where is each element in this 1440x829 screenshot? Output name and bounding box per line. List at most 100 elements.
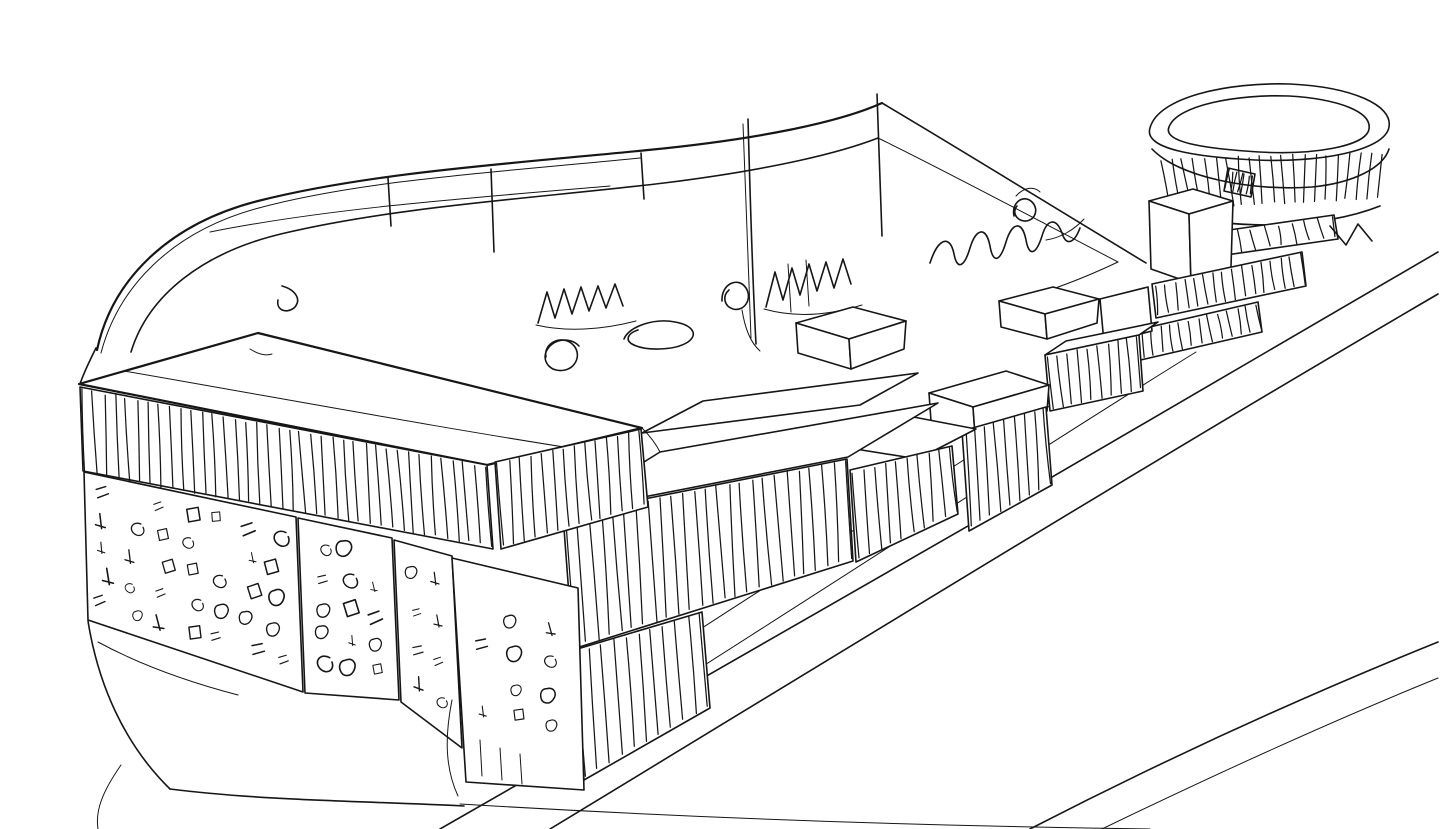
building1-roof-inner-line [123,370,597,453]
window-scribble-mark [513,708,525,721]
street-diagonal-near [549,293,1439,829]
building1-lower-facade [83,471,304,693]
street-corner-line [1029,641,1439,829]
window-scribble-mark [316,603,331,618]
window-scribble-mark [320,544,332,557]
building1-pier-lower-strokes [479,739,523,785]
building1-cornice-hatch [81,388,493,548]
ground-swoosh-left [87,620,171,790]
window-scribble-mark [335,539,353,558]
spiral-scribble [544,339,580,372]
window-scribble-mark [240,522,256,537]
window-scribble-mark [101,567,115,586]
building1-pier-ground-curve [446,699,459,797]
tower-dark-square-hatch [1224,168,1254,195]
canopy-outer-curve-echo [100,157,641,354]
box3-hatch [1046,336,1142,410]
street-corner-line-2 [1101,677,1439,829]
window-scribble-mark [188,625,202,640]
window-scribble-mark [436,697,448,709]
window-scribble-mark [95,485,110,499]
tower-lower-rim [1151,148,1390,189]
canopy-mullion-tick-2 [490,168,495,253]
window-scribble-mark [348,635,356,647]
round-tower [1148,83,1390,258]
building2-roof-join [641,427,661,453]
window-scribble-mark [161,558,176,574]
canopy-left-hook [276,285,299,312]
window-scribble-mark [412,608,422,617]
tower-foot-zigzag [1329,223,1373,246]
window-scribble-mark [96,541,106,555]
building1-roof-mark [249,348,273,356]
window-scribble-mark [94,512,107,530]
vegetation-scribbles [535,187,1085,372]
small-tower [1099,188,1307,363]
window-scribble-mark [404,565,418,579]
tree-trunk-strokes [787,259,810,313]
ground-inner-line [97,641,239,696]
window-scribble-mark [368,637,382,652]
window-scribble-mark [265,622,281,637]
building3-facade-hatch [851,447,958,559]
building1-cornice-band [79,386,494,550]
canopy-tall-pole-1-echo [742,123,752,339]
curl-scribble [721,281,750,311]
canopy-inner-curve [130,137,879,353]
canopy-tall-pole-1 [747,118,757,345]
window-scribble-mark [503,614,517,629]
window-scribble-mark [316,655,334,673]
canopy-structure [79,93,1147,385]
tree-zigzag-middle [765,258,852,308]
cursive-loop [1012,198,1037,222]
building1-pier-scribbles [475,614,558,732]
window-scribble-mark [124,549,135,565]
window-scribble-mark [263,558,280,576]
window-scribble-mark [191,598,204,612]
window-scribble-mark [413,676,424,692]
window-scribble-mark [338,658,356,677]
window-scribble-mark [430,571,440,586]
building1-right-wall-scribbles [404,565,448,709]
window-scribble-mark [186,506,201,523]
window-scribble-mark [544,655,557,668]
window-scribble-mark [505,645,523,663]
ellipse-scribble [623,320,695,350]
window-scribble-mark [213,603,229,620]
window-scribble-mark [132,610,143,622]
window-scribble-mark [182,537,195,549]
window-scribble-mark [93,594,106,607]
window-scribble-mark [124,583,135,594]
window-scribble-mark [211,511,221,522]
window-scribble-mark [372,663,383,675]
canopy-interior-line [209,185,611,233]
window-scribble-mark [317,574,328,585]
building1-right-wall [393,539,463,749]
ground-corner-flick [96,764,122,829]
canopy-outer-curve [95,101,884,352]
small-arc-mark [1015,187,1041,197]
window-scribble-mark [412,645,424,656]
window-scribble-mark [212,574,227,589]
canopy-left-edge [79,347,97,385]
window-scribble-mark [246,582,263,600]
window-scribble-mark [210,631,221,641]
canopy-mullion-tick-3 [640,152,645,200]
window-scribble-mark [342,598,360,618]
box1-side [848,320,907,370]
window-scribble-mark [156,527,170,542]
window-scribble-mark [478,705,487,718]
window-scribble-mark [248,552,257,564]
tree-zigzag-left-base [535,320,637,330]
tree-zigzag-left [537,283,624,324]
window-scribble-mark [545,622,556,637]
ground-line-bottom [169,788,465,807]
tower-inner-rim [1167,94,1370,154]
building1-passage-scribbles [314,539,384,677]
window-scribble-mark [342,573,359,589]
tower-hatch-band [1160,152,1383,212]
window-scribble-mark [268,588,285,607]
cursive-scribble-right [929,221,1081,266]
window-scribble-mark [539,687,556,704]
